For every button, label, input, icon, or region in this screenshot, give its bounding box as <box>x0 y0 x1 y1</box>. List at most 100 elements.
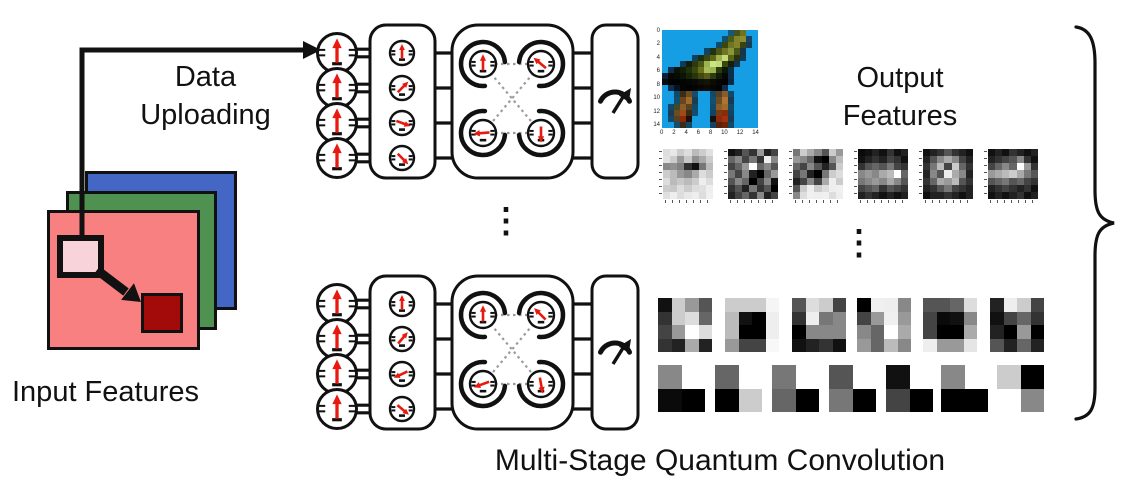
pixel-cell <box>710 103 716 110</box>
pixel-cell <box>716 79 722 86</box>
pixel-cell <box>951 177 959 185</box>
pixel-cell <box>722 79 728 86</box>
pixel-cell <box>704 91 710 98</box>
pixel-cell <box>662 109 668 116</box>
pixel-cell <box>716 48 722 55</box>
pixel-cell <box>658 338 672 352</box>
pixel-cell <box>725 311 739 325</box>
pixel-cell <box>793 156 801 164</box>
pixel-cell <box>698 156 706 164</box>
pixel-cell <box>829 365 853 389</box>
pixel-cell <box>698 109 704 116</box>
arrowhead <box>303 41 321 59</box>
pixel-cell <box>680 121 686 128</box>
pixel-cell <box>1020 365 1044 389</box>
pixel-cell <box>988 156 996 164</box>
pixel-cell <box>958 170 966 178</box>
entangler-swirl <box>516 39 566 89</box>
pixel-cell <box>662 97 668 104</box>
pixel-cell <box>716 97 722 104</box>
pixel-cell <box>930 170 938 178</box>
pixel-cell <box>800 156 808 164</box>
pixel-cell <box>944 184 952 192</box>
pixel-cell <box>752 66 758 73</box>
pixel-cell <box>988 149 996 157</box>
pixel-cell <box>740 91 746 98</box>
pixel-cell <box>674 42 680 49</box>
pixel-cell <box>710 30 716 37</box>
x-tick-label: 4 <box>684 130 688 136</box>
pixel-cell <box>1009 191 1017 199</box>
pixel-cell <box>879 163 887 171</box>
pixel-cell <box>865 177 873 185</box>
pixel-cell <box>680 30 686 37</box>
pixel-cell <box>995 170 1003 178</box>
pixel-cell <box>704 85 710 92</box>
pixel-cell <box>923 184 931 192</box>
pixel-cell <box>752 338 766 352</box>
pixel-cell <box>698 298 712 312</box>
pixel-cell <box>686 109 692 116</box>
pixel-cell <box>870 298 884 312</box>
pixel-cell <box>686 97 692 104</box>
pixel-cell <box>704 121 710 128</box>
state-arrow <box>332 143 342 168</box>
pixel-cell <box>715 365 739 389</box>
pixel-cell <box>686 72 692 79</box>
pixel-cell <box>1030 338 1044 352</box>
state-arrow <box>473 380 490 389</box>
pixel-cell <box>663 191 671 199</box>
pixel-cell <box>704 109 710 116</box>
pixel-cell <box>722 109 728 116</box>
pixel-cell <box>792 325 806 339</box>
pixel-cell <box>677 191 685 199</box>
rotation-layer-box <box>368 274 437 431</box>
pixel-cell <box>662 121 668 128</box>
pixel-cell <box>716 91 722 98</box>
feature-map-row1-3 <box>789 149 843 203</box>
feature-map-row1-6 <box>984 149 1038 203</box>
pixel-cell <box>680 42 686 49</box>
pixel-cell <box>692 30 698 37</box>
pixel-cell <box>686 85 692 92</box>
pixel-cell <box>746 97 752 104</box>
pixel-cell <box>670 149 678 157</box>
pixel-cell <box>710 79 716 86</box>
pixel-cell <box>746 72 752 79</box>
pixel-cell <box>691 163 699 171</box>
pixel-cell <box>658 298 672 312</box>
pixel-cell <box>821 177 829 185</box>
pixel-cell <box>807 191 815 199</box>
pixel-cell <box>734 48 740 55</box>
pixel-cell <box>698 115 704 122</box>
qubit-icon <box>388 74 416 102</box>
pixel-cell <box>728 66 734 73</box>
pixel-cell <box>698 103 704 110</box>
pixel-cell <box>937 156 945 164</box>
pixel-cell <box>685 325 699 339</box>
pixel-cell <box>951 149 959 157</box>
pixel-cell <box>930 149 938 157</box>
convolution-output-pixel <box>141 293 183 333</box>
pixel-cell <box>680 60 686 67</box>
pixel-cell <box>728 177 736 185</box>
pixel-cell <box>670 191 678 199</box>
pixel-cell <box>936 311 950 325</box>
pixel-cell <box>698 91 704 98</box>
pixel-cell <box>698 54 704 61</box>
pixel-cell <box>752 48 758 55</box>
pixel-cell <box>704 42 710 49</box>
feature-map-row3-5 <box>886 365 933 412</box>
pixel-cell <box>814 184 822 192</box>
pixel-cell <box>677 163 685 171</box>
y-tick-label: 4 <box>656 54 660 61</box>
pixel-cell <box>728 156 736 164</box>
qubit-icon <box>388 360 416 388</box>
pixel-cell <box>746 42 752 49</box>
pixel-cell <box>684 177 692 185</box>
pixel-cell <box>950 325 964 339</box>
pixel-cell <box>738 325 752 339</box>
pixel-cell <box>674 109 680 116</box>
pixel-cell <box>692 48 698 55</box>
